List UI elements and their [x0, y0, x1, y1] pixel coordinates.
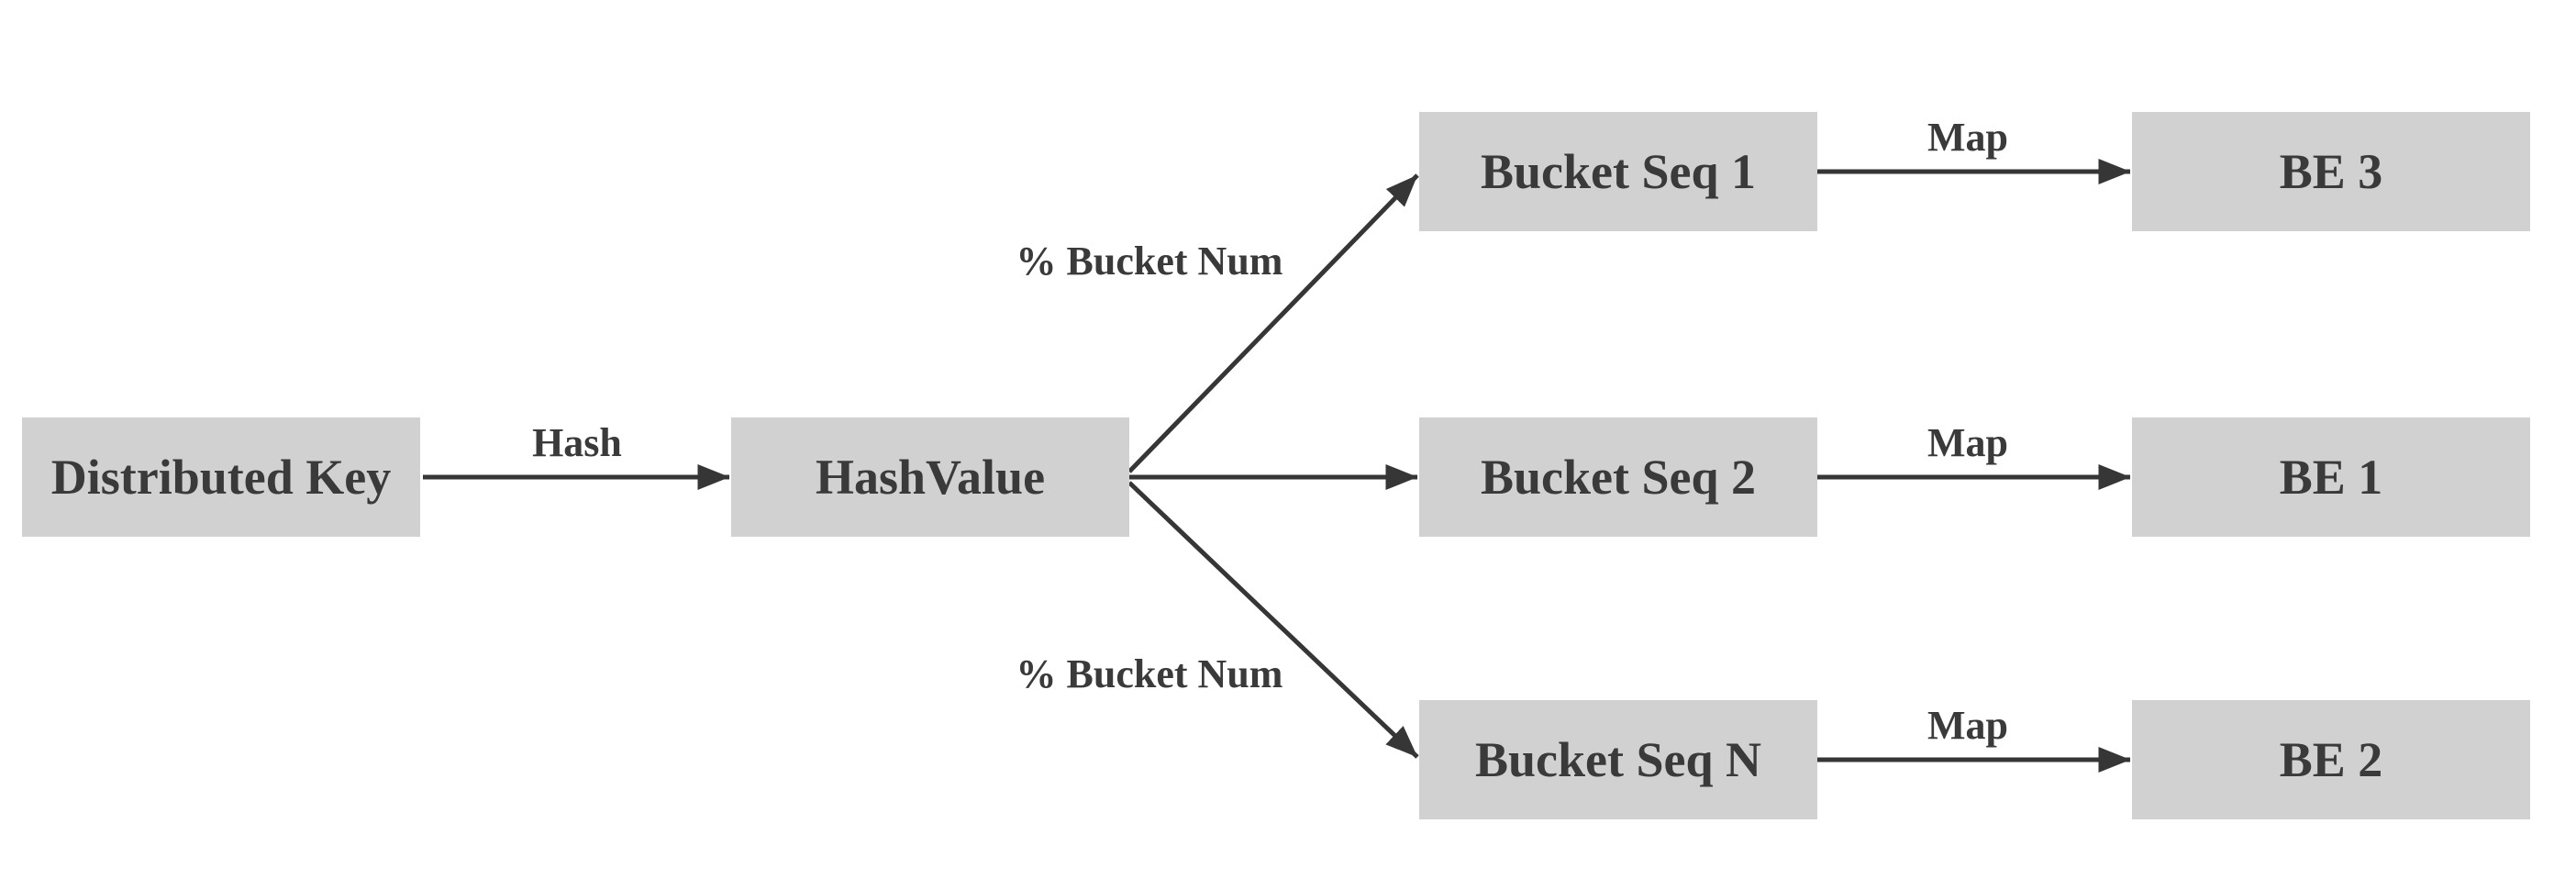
node-be-2: BE 2 [2132, 700, 2530, 819]
node-be-2-label: BE 2 [2279, 732, 2383, 787]
node-bucket-seq-2: Bucket Seq 2 [1419, 417, 1817, 537]
node-bucket-seq-n: Bucket Seq N [1419, 700, 1817, 819]
edge-label-bucket-num-bottom: % Bucket Num [1016, 651, 1283, 696]
node-be-3-label: BE 3 [2279, 144, 2383, 199]
node-bucket-seq-n-label: Bucket Seq N [1474, 732, 1762, 787]
node-bucket-seq-1: Bucket Seq 1 [1419, 112, 1817, 231]
arrow-branch-top [1127, 173, 1419, 473]
node-hash-value: HashValue [731, 417, 1129, 537]
node-distributed-key-label: Distributed Key [50, 450, 392, 505]
edge-label-bucket-num-top: % Bucket Num [1016, 239, 1283, 284]
edge-label-hash: Hash [532, 420, 622, 465]
node-bucket-seq-2-label: Bucket Seq 2 [1480, 450, 1757, 505]
node-be-1: BE 1 [2132, 417, 2530, 537]
node-be-1-label: BE 1 [2279, 450, 2383, 505]
edge-label-map-1: Map [1927, 115, 2008, 160]
edge-label-map-3: Map [1927, 703, 2008, 748]
edge-label-map-2: Map [1927, 420, 2008, 465]
node-hash-value-label: HashValue [815, 450, 1046, 505]
node-be-3: BE 3 [2132, 112, 2530, 231]
node-distributed-key: Distributed Key [22, 417, 420, 537]
arrow-branch-bottom [1127, 481, 1419, 759]
node-bucket-seq-1-label: Bucket Seq 1 [1480, 144, 1757, 199]
